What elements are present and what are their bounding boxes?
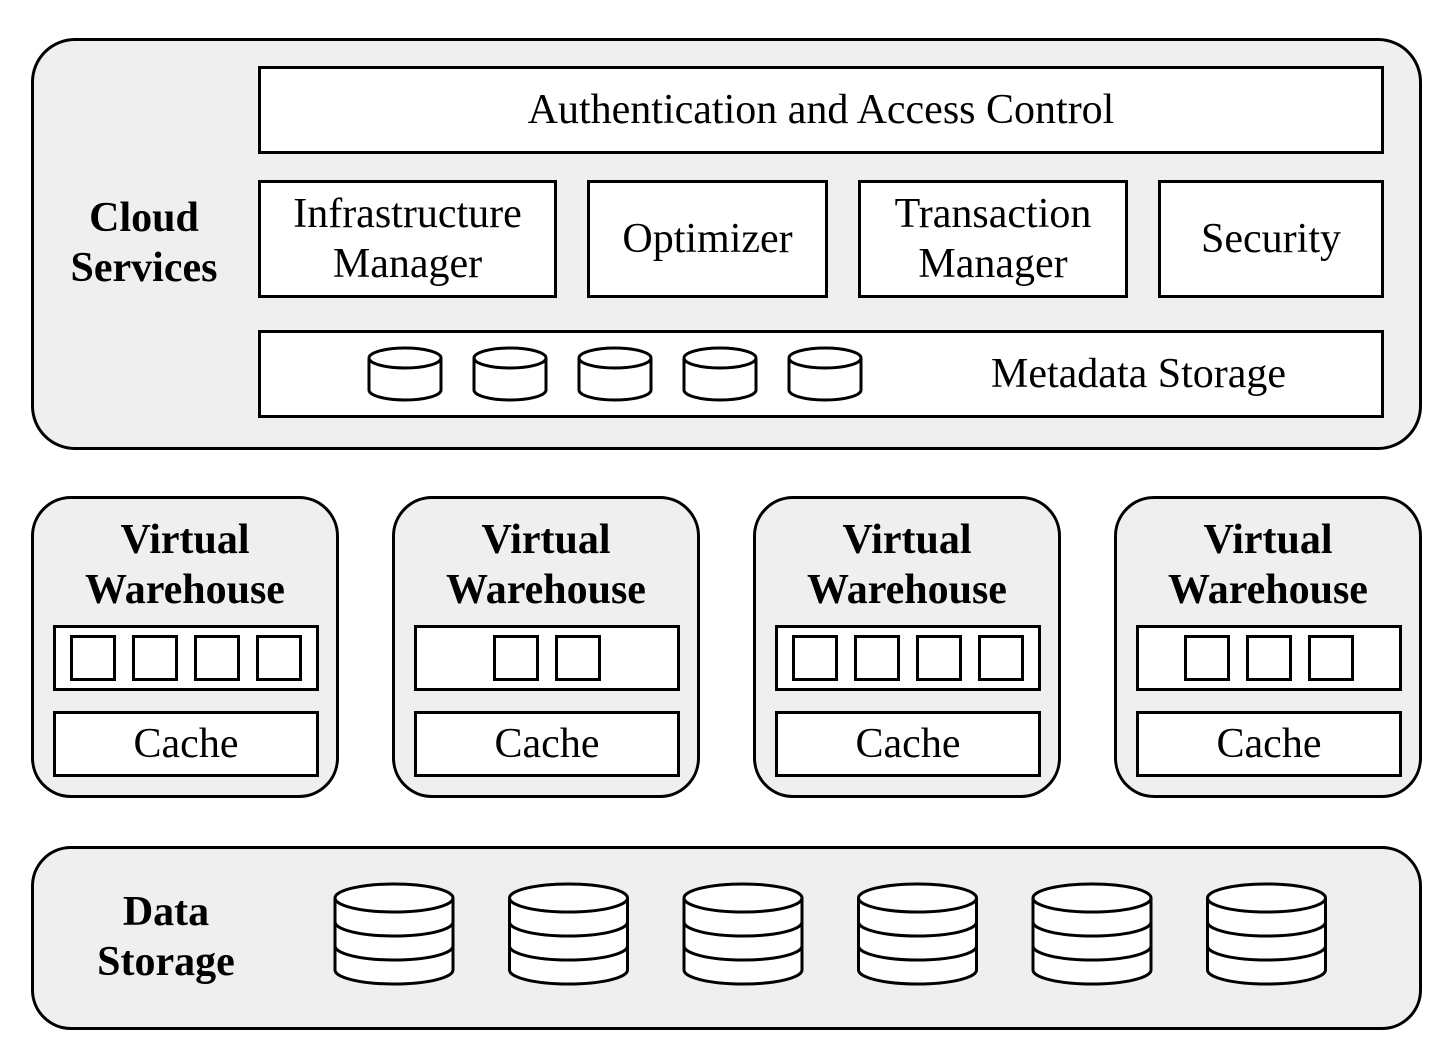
cache-box: Cache: [414, 711, 680, 777]
optimizer-box: Optimizer: [587, 180, 828, 298]
compute-nodes: [53, 625, 319, 691]
compute-node-icon: [1308, 635, 1354, 681]
compute-node-icon: [493, 635, 539, 681]
virtual-warehouse-1: Virtual Warehouse Cache: [31, 496, 339, 798]
compute-node-icon: [194, 635, 240, 681]
compute-node-icon: [854, 635, 900, 681]
compute-node-icon: [132, 635, 178, 681]
compute-node-icon: [978, 635, 1024, 681]
cache-box: Cache: [1136, 711, 1402, 777]
database-icon: [857, 882, 978, 986]
compute-node-icon: [1184, 635, 1230, 681]
virtual-warehouse-title: Virtual Warehouse: [1168, 517, 1368, 613]
metadata-cylinder-icon: [472, 346, 548, 402]
virtual-warehouse-title: Virtual Warehouse: [85, 517, 285, 613]
database-icon: [682, 882, 804, 986]
compute-nodes: [775, 625, 1041, 691]
metadata-cylinder-icon: [682, 346, 758, 402]
database-icon: [1206, 882, 1327, 986]
metadata-cylinder-icon: [787, 346, 863, 402]
metadata-storage-label: Metadata Storage: [991, 351, 1287, 397]
database-icon: [508, 882, 629, 986]
compute-nodes: [414, 625, 680, 691]
virtual-warehouse-3: Virtual Warehouse Cache: [753, 496, 1061, 798]
transaction-manager-box: Transaction Manager: [858, 180, 1128, 298]
cache-box: Cache: [775, 711, 1041, 777]
metadata-cylinder-icon: [577, 346, 653, 402]
security-box: Security: [1158, 180, 1384, 298]
metadata-cylinders: [367, 346, 863, 402]
database-icon: [1031, 882, 1153, 986]
metadata-cylinder-icon: [367, 346, 443, 402]
compute-node-icon: [916, 635, 962, 681]
compute-node-icon: [792, 635, 838, 681]
virtual-warehouse-title: Virtual Warehouse: [807, 517, 1007, 613]
cloud-services-title: Cloud Services: [70, 195, 218, 291]
compute-node-icon: [256, 635, 302, 681]
virtual-warehouse-4: Virtual Warehouse Cache: [1114, 496, 1422, 798]
infrastructure-manager-box: Infrastructure Manager: [258, 180, 557, 298]
database-icon: [333, 882, 455, 986]
data-storage-title: Data Storage: [97, 889, 235, 985]
virtual-warehouse-2: Virtual Warehouse Cache: [392, 496, 700, 798]
compute-node-icon: [70, 635, 116, 681]
compute-node-icon: [555, 635, 601, 681]
cache-box: Cache: [53, 711, 319, 777]
compute-nodes: [1136, 625, 1402, 691]
auth-access-control-label: Authentication and Access Control: [527, 87, 1115, 133]
virtual-warehouse-title: Virtual Warehouse: [446, 517, 646, 613]
database-icons: [333, 882, 1327, 986]
compute-node-icon: [1246, 635, 1292, 681]
auth-access-control-box: Authentication and Access Control: [258, 66, 1384, 154]
